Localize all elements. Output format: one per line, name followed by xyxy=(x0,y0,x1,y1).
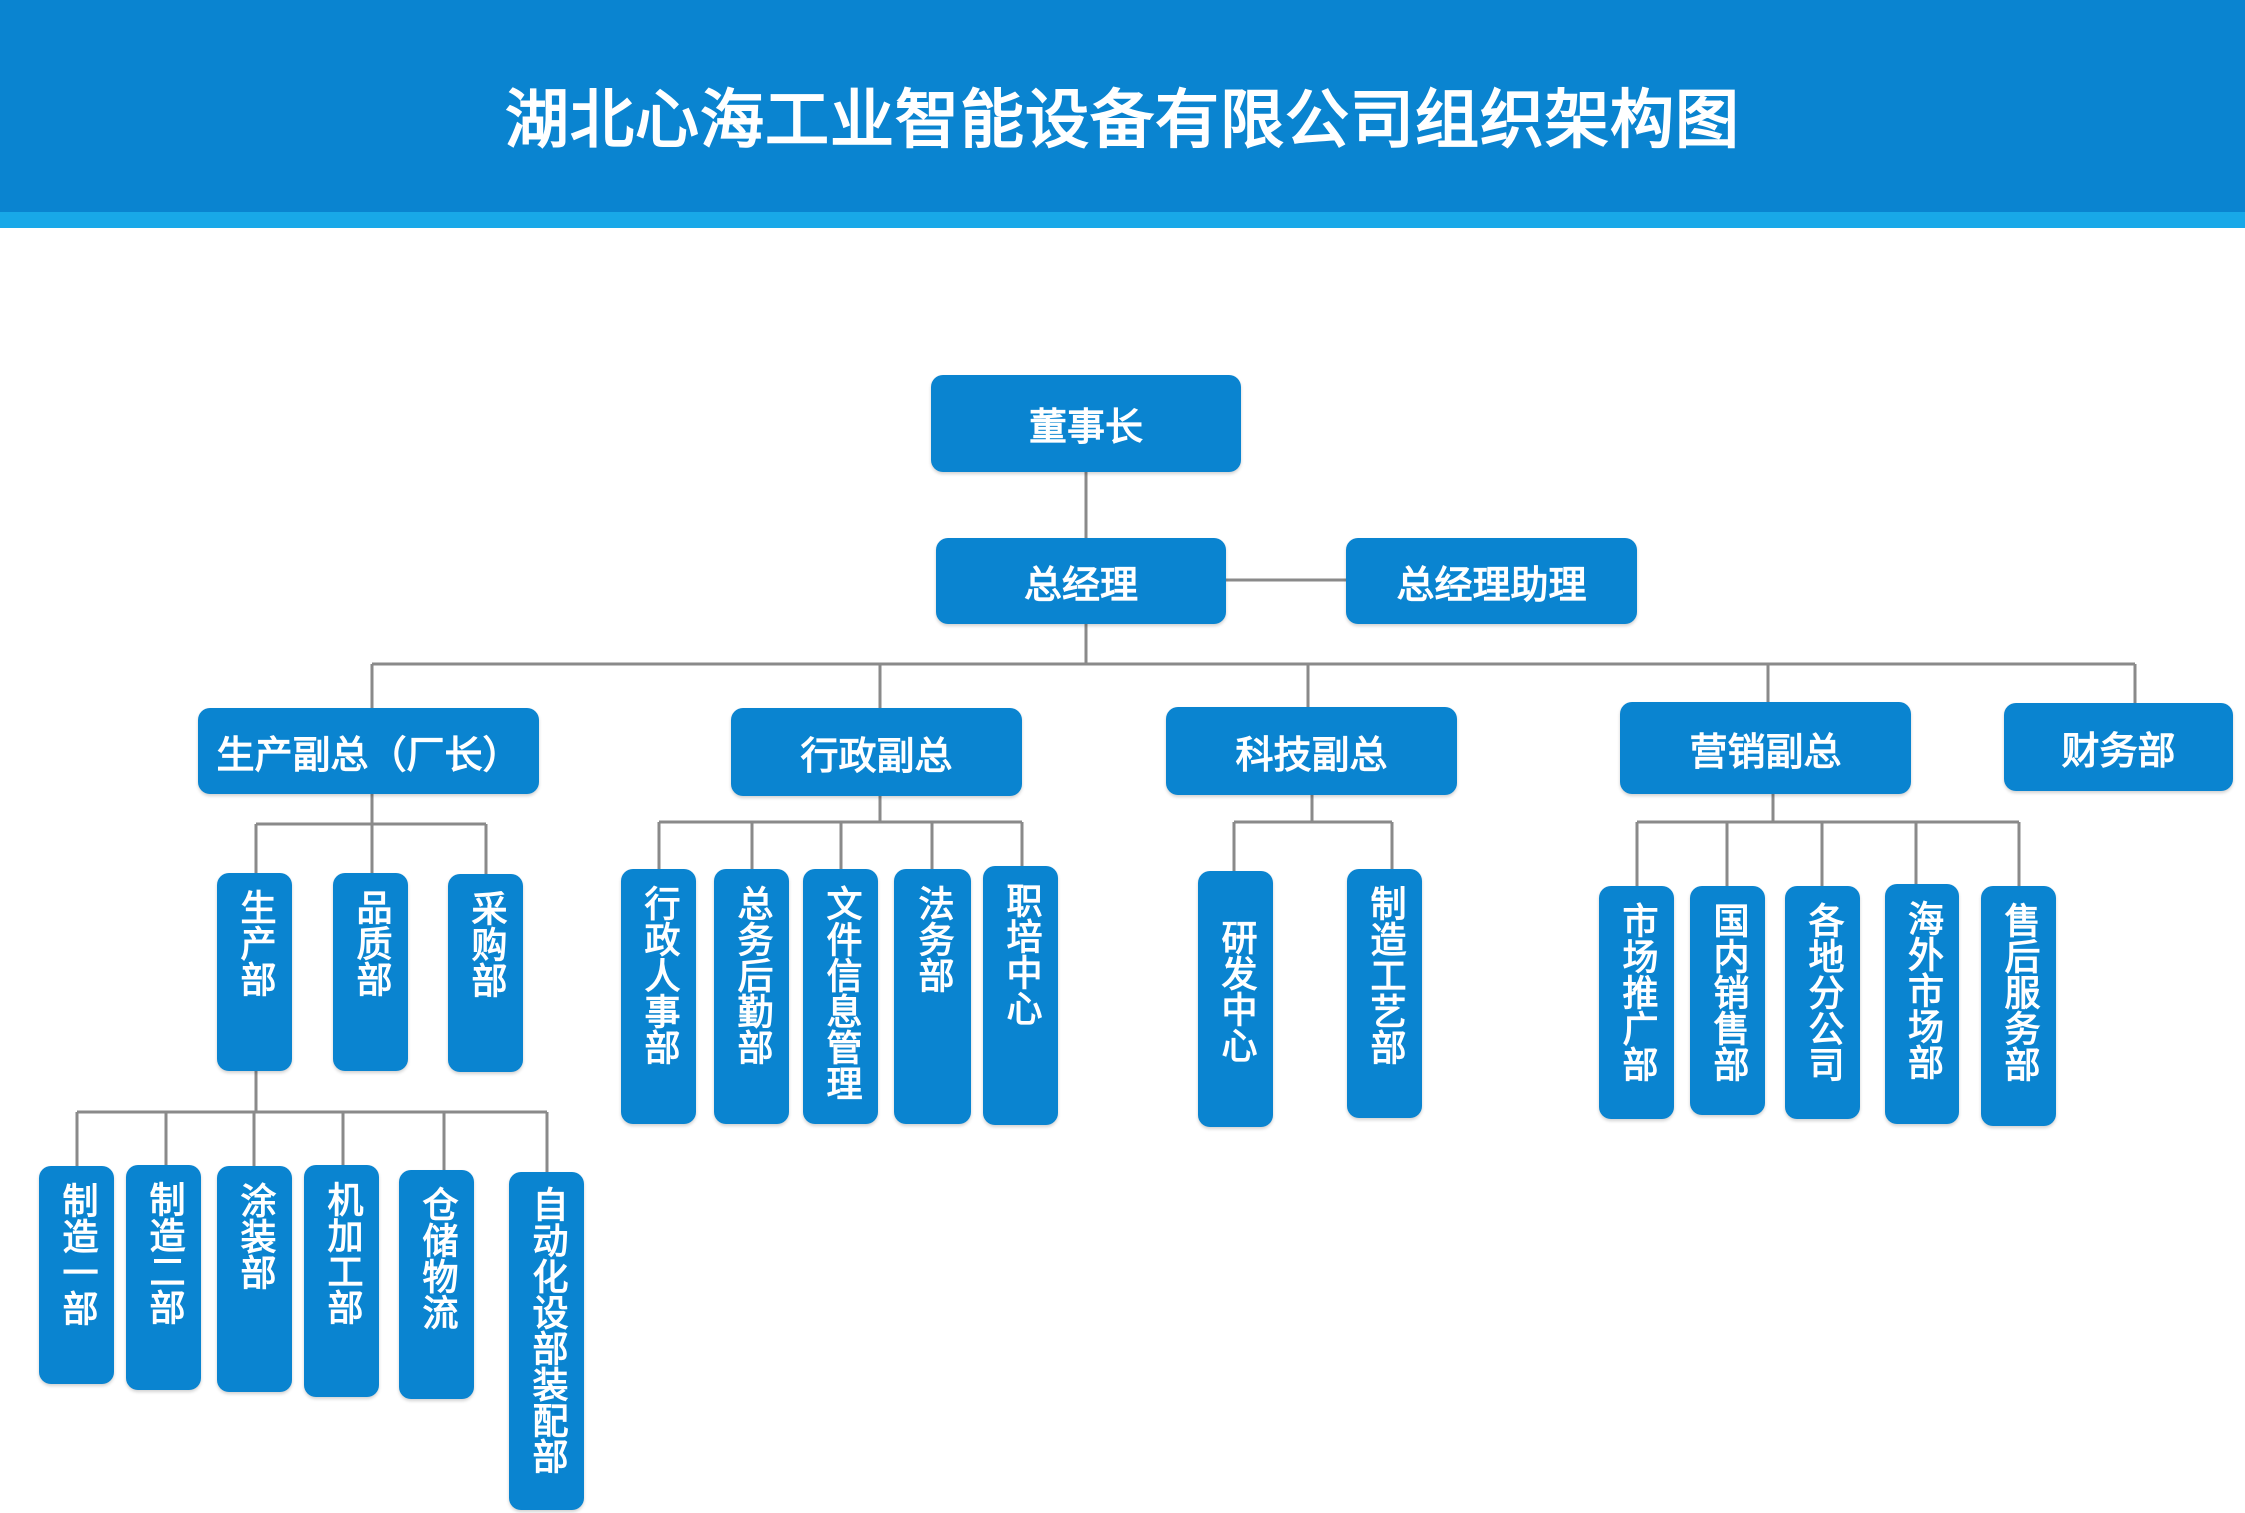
page-title: 湖北心海工业智能设备有限公司组织架构图 xyxy=(505,84,1740,158)
manufacturing-1-box: 制造一部 xyxy=(39,1166,114,1384)
production-dept-box: 生产部 xyxy=(217,873,292,1071)
purchasing-dept-box: 采购部 xyxy=(448,874,523,1072)
warehouse-logistics-box: 仓储物流 xyxy=(399,1170,474,1399)
admin-vp-box: 行政副总 xyxy=(731,708,1022,796)
title-banner-stripe xyxy=(0,212,2245,228)
general-affairs-dept-box: 总务后勤部 xyxy=(714,869,789,1124)
hr-admin-dept-box: 行政人事部 xyxy=(621,869,696,1124)
painting-dept-box: 涂装部 xyxy=(217,1166,292,1392)
gm-assistant-box: 总经理助理 xyxy=(1346,538,1637,624)
production-vp-box: 生产副总（厂长） xyxy=(198,708,539,794)
overseas-market-box: 海外市场部 xyxy=(1885,884,1959,1124)
domestic-sales-box: 国内销售部 xyxy=(1690,886,1765,1115)
automation-assembly-box: 自动化设部装配部 xyxy=(509,1172,584,1510)
branch-offices-box: 各地分公司 xyxy=(1785,886,1860,1119)
title-banner xyxy=(0,0,2245,212)
legal-dept-box: 法务部 xyxy=(894,869,971,1124)
marketing-promotion-box: 市场推广部 xyxy=(1599,886,1674,1119)
process-engineering-box: 制造工艺部 xyxy=(1347,869,1422,1118)
tech-vp-box: 科技副总 xyxy=(1166,707,1457,795)
marketing-vp-box: 营销副总 xyxy=(1620,702,1911,794)
training-center-box: 职培中心 xyxy=(983,866,1058,1125)
after-sales-service-box: 售后服务部 xyxy=(1981,886,2056,1126)
rnd-center-box: 研发中心 xyxy=(1198,871,1273,1127)
manufacturing-2-box: 制造二部 xyxy=(126,1165,201,1390)
machining-dept-box: 机加工部 xyxy=(304,1165,379,1397)
quality-dept-box: 品质部 xyxy=(333,873,408,1071)
document-info-mgmt-box: 文件信息管理 xyxy=(803,869,878,1124)
finance-dept-box: 财务部 xyxy=(2004,703,2233,791)
general-manager-box: 总经理 xyxy=(936,538,1226,624)
chairman-box: 董事长 xyxy=(931,375,1241,472)
